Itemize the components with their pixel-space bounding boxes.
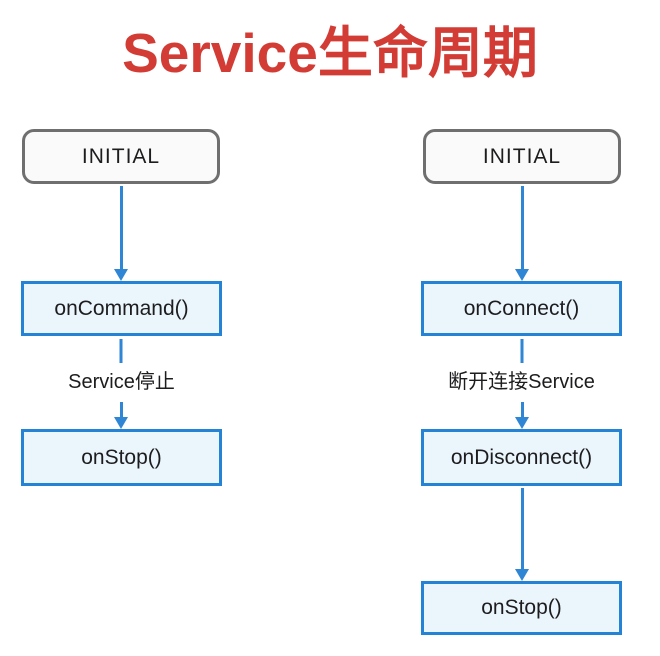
left-node-oncommand: onCommand() (21, 281, 222, 336)
right-edge-line-upper (520, 339, 524, 363)
right-node-ondisconnect: onDisconnect() (421, 429, 622, 486)
left-node-onstop: onStop() (21, 429, 222, 486)
left-node-initial: INITIAL (22, 129, 220, 184)
right-node-onstop: onStop() (421, 581, 622, 635)
right-node-onconnect: onConnect() (421, 281, 622, 336)
left-edge-line-upper (119, 339, 123, 363)
page-title: Service生命周期 (122, 22, 538, 84)
right-node-initial: INITIAL (423, 129, 621, 184)
left-edge-label: Service停止 (68, 371, 175, 393)
right-edge-label: 断开连接Service (448, 371, 595, 393)
